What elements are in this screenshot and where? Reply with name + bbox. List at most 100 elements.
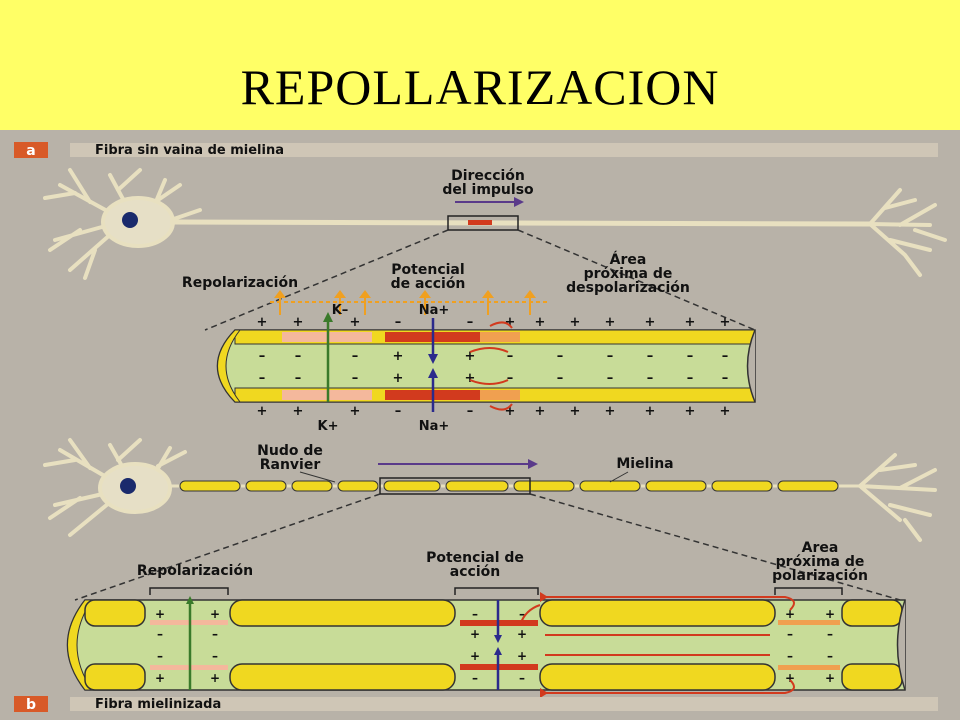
panel-a-letter-box — [14, 142, 48, 158]
svg-text:–: – — [352, 371, 359, 386]
svg-text:–: – — [157, 649, 163, 663]
svg-text:+: + — [605, 404, 616, 419]
svg-text:–: – — [647, 371, 654, 386]
svg-text:+: + — [470, 649, 480, 663]
svg-text:–: – — [259, 371, 266, 386]
svg-text:–: – — [467, 404, 474, 419]
svg-text:–: – — [647, 349, 654, 364]
svg-text:–: – — [212, 627, 218, 641]
svg-text:+: + — [293, 315, 304, 330]
panel-b-letter: b — [26, 697, 36, 713]
svg-text:+: + — [210, 671, 220, 685]
svg-text:+: + — [785, 671, 795, 685]
myelinated-fiber — [66, 599, 906, 691]
direction-label-2: del impulso — [442, 182, 534, 198]
svg-text:–: – — [519, 607, 525, 621]
svg-text:+: + — [465, 349, 476, 364]
svg-text:+: + — [535, 315, 546, 330]
svg-text:–: – — [472, 607, 478, 621]
myelin-segments — [179, 480, 839, 492]
svg-text:+: + — [570, 315, 581, 330]
zoom-box-a — [447, 215, 519, 231]
neuron-b-terminal — [858, 453, 937, 542]
myelin-label: Mielina — [616, 456, 673, 472]
panel-b-letter-box — [14, 696, 48, 712]
svg-text:–: – — [352, 349, 359, 364]
next-area-label-b-1: Area — [802, 540, 839, 556]
svg-text:+: + — [210, 607, 220, 621]
svg-text:–: – — [507, 371, 514, 386]
node-label-2: Ranvier — [260, 457, 321, 473]
svg-text:–: – — [472, 671, 478, 685]
svg-text:+: + — [393, 349, 404, 364]
saltatory-currents-b — [519, 596, 795, 694]
svg-text:–: – — [507, 349, 514, 364]
charges-b: ++––++ ––++–– ––++–– ++––++ — [155, 607, 835, 685]
svg-text:+: + — [685, 315, 696, 330]
svg-text:–: – — [787, 649, 793, 663]
direction-label-1: Dirección — [451, 168, 525, 184]
svg-text:+: + — [720, 315, 731, 330]
axon-a — [169, 219, 871, 227]
svg-text:–: – — [295, 371, 302, 386]
unmyelinated-fiber — [216, 329, 756, 403]
svg-text:+: + — [720, 404, 731, 419]
svg-text:+: + — [257, 404, 268, 419]
svg-text:+: + — [535, 404, 546, 419]
svg-text:+: + — [645, 404, 656, 419]
svg-text:+: + — [470, 627, 480, 641]
action-potential-label-b-2: acción — [450, 564, 500, 580]
panel-b-header: Fibra mielinizada — [95, 697, 221, 712]
svg-text:–: – — [519, 671, 525, 685]
neuron-a-nucleus — [122, 212, 138, 228]
svg-text:+: + — [465, 371, 476, 386]
svg-text:+: + — [155, 671, 165, 685]
svg-text:+: + — [605, 315, 616, 330]
svg-text:–: – — [787, 627, 793, 641]
svg-text:+: + — [350, 404, 361, 419]
na-bottom-label: Na+ — [419, 419, 450, 434]
next-area-label-a-3: despolarización — [566, 280, 690, 296]
svg-text:+: + — [825, 607, 835, 621]
svg-text:+: + — [517, 649, 527, 663]
svg-text:+: + — [505, 315, 516, 330]
svg-text:–: – — [687, 371, 694, 386]
svg-text:–: – — [827, 627, 833, 641]
svg-text:–: – — [295, 349, 302, 364]
svg-text:+: + — [825, 671, 835, 685]
svg-text:+: + — [257, 315, 268, 330]
k-top-label: K– — [332, 303, 349, 318]
svg-text:–: – — [395, 404, 402, 419]
repolarization-label-a: Repolarización — [182, 275, 298, 291]
neuron-a-terminal — [868, 188, 947, 277]
na-top-label: Na+ — [419, 303, 450, 318]
node-label-1: Nudo de — [257, 443, 323, 459]
repolarization-label-b: Repolarización — [137, 563, 253, 579]
panel-a-letter: a — [26, 143, 35, 159]
svg-text:+: + — [350, 315, 361, 330]
action-potential-label-b-1: Potencial de — [426, 550, 524, 566]
svg-text:–: – — [467, 315, 474, 330]
svg-text:+: + — [570, 404, 581, 419]
panel-b-header-bar — [70, 697, 938, 711]
svg-text:+: + — [517, 627, 527, 641]
svg-text:–: – — [687, 349, 694, 364]
svg-text:–: – — [395, 315, 402, 330]
neuron-b-nucleus — [120, 478, 136, 494]
next-area-label-b-3: polarización — [772, 568, 868, 584]
neuron-b-soma — [43, 438, 187, 537]
svg-text:–: – — [607, 371, 614, 386]
svg-text:–: – — [722, 349, 729, 364]
charges-a: + + + – – + + + + + + + – – – + + – – – – – – – – – + + – – – – – – + + +… — [257, 315, 731, 419]
next-area-label-a-1: Área — [610, 251, 647, 268]
svg-text:–: – — [557, 349, 564, 364]
svg-text:+: + — [293, 404, 304, 419]
svg-text:–: – — [607, 349, 614, 364]
svg-text:–: – — [827, 649, 833, 663]
next-area-label-b-2: próxima de — [776, 554, 865, 570]
panel-a-header-bar — [70, 143, 938, 157]
k-bottom-label: K+ — [318, 419, 339, 434]
svg-text:–: – — [212, 649, 218, 663]
svg-text:–: – — [259, 349, 266, 364]
svg-text:+: + — [505, 404, 516, 419]
